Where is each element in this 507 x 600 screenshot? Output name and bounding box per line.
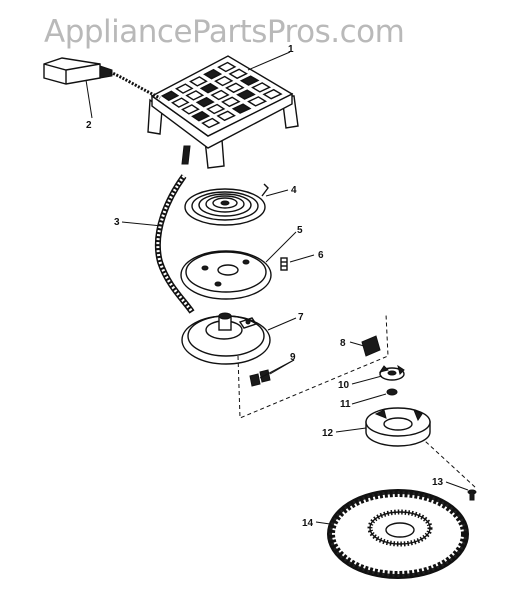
part-pulley (181, 312, 271, 365)
grid-opening (201, 117, 221, 129)
grid-opening (216, 110, 236, 122)
grid-opening (185, 90, 205, 101)
leader-lines (85, 51, 469, 525)
grid-opening (199, 82, 219, 94)
callout-labels: 1 2 3 4 5 6 7 8 9 10 11 12 13 14 (86, 44, 444, 529)
grid-opening (214, 75, 234, 87)
part-pins (249, 369, 271, 387)
grid-opening (247, 96, 268, 107)
grid-opening (191, 110, 211, 122)
grid-opening (189, 76, 208, 87)
part-bolt (467, 489, 477, 501)
callout-8: 8 (340, 338, 346, 349)
grid-opening (262, 88, 283, 100)
part-pawl (361, 335, 381, 357)
grid-opening (160, 90, 180, 102)
grid-opening (236, 89, 256, 100)
part-spring (184, 183, 269, 226)
part-screw-6 (280, 257, 288, 271)
callout-10: 10 (338, 380, 350, 391)
part-rope (154, 174, 195, 314)
grid-opening (239, 75, 260, 86)
callout-9: 9 (290, 352, 296, 363)
callout-1: 1 (288, 44, 294, 55)
part-retainer (386, 388, 398, 396)
callout-13: 13 (432, 477, 444, 488)
part-ratchet (378, 364, 405, 381)
grid-opening (206, 103, 226, 115)
grid-opening (231, 103, 252, 114)
part-housing (147, 55, 299, 169)
part-flywheel-screen (327, 489, 469, 579)
grid-opening (221, 96, 241, 108)
grid-opening (203, 68, 223, 80)
grid-opening (171, 97, 190, 108)
callout-7: 7 (298, 312, 304, 323)
grid-opening (228, 68, 248, 80)
part-handle (43, 57, 161, 100)
callout-3: 3 (114, 217, 120, 228)
callout-14: 14 (302, 518, 314, 529)
callout-6: 6 (318, 250, 324, 261)
callout-2: 2 (86, 120, 92, 131)
callout-11: 11 (340, 399, 351, 410)
grid-opening (225, 82, 245, 94)
grid-opening (217, 61, 237, 73)
callout-4: 4 (291, 185, 297, 196)
callout-5: 5 (297, 225, 303, 236)
grid-opening (195, 96, 215, 108)
watermark-logo: AppliancePartsPros.com (44, 14, 405, 50)
grid-opening (174, 83, 194, 94)
housing-grid (160, 61, 283, 129)
callout-12: 12 (322, 428, 334, 439)
grid-opening (181, 104, 200, 115)
grid-opening (251, 82, 272, 93)
part-cover-plate (180, 250, 272, 300)
grid-opening (210, 89, 230, 101)
part-starter-cup (365, 407, 431, 447)
